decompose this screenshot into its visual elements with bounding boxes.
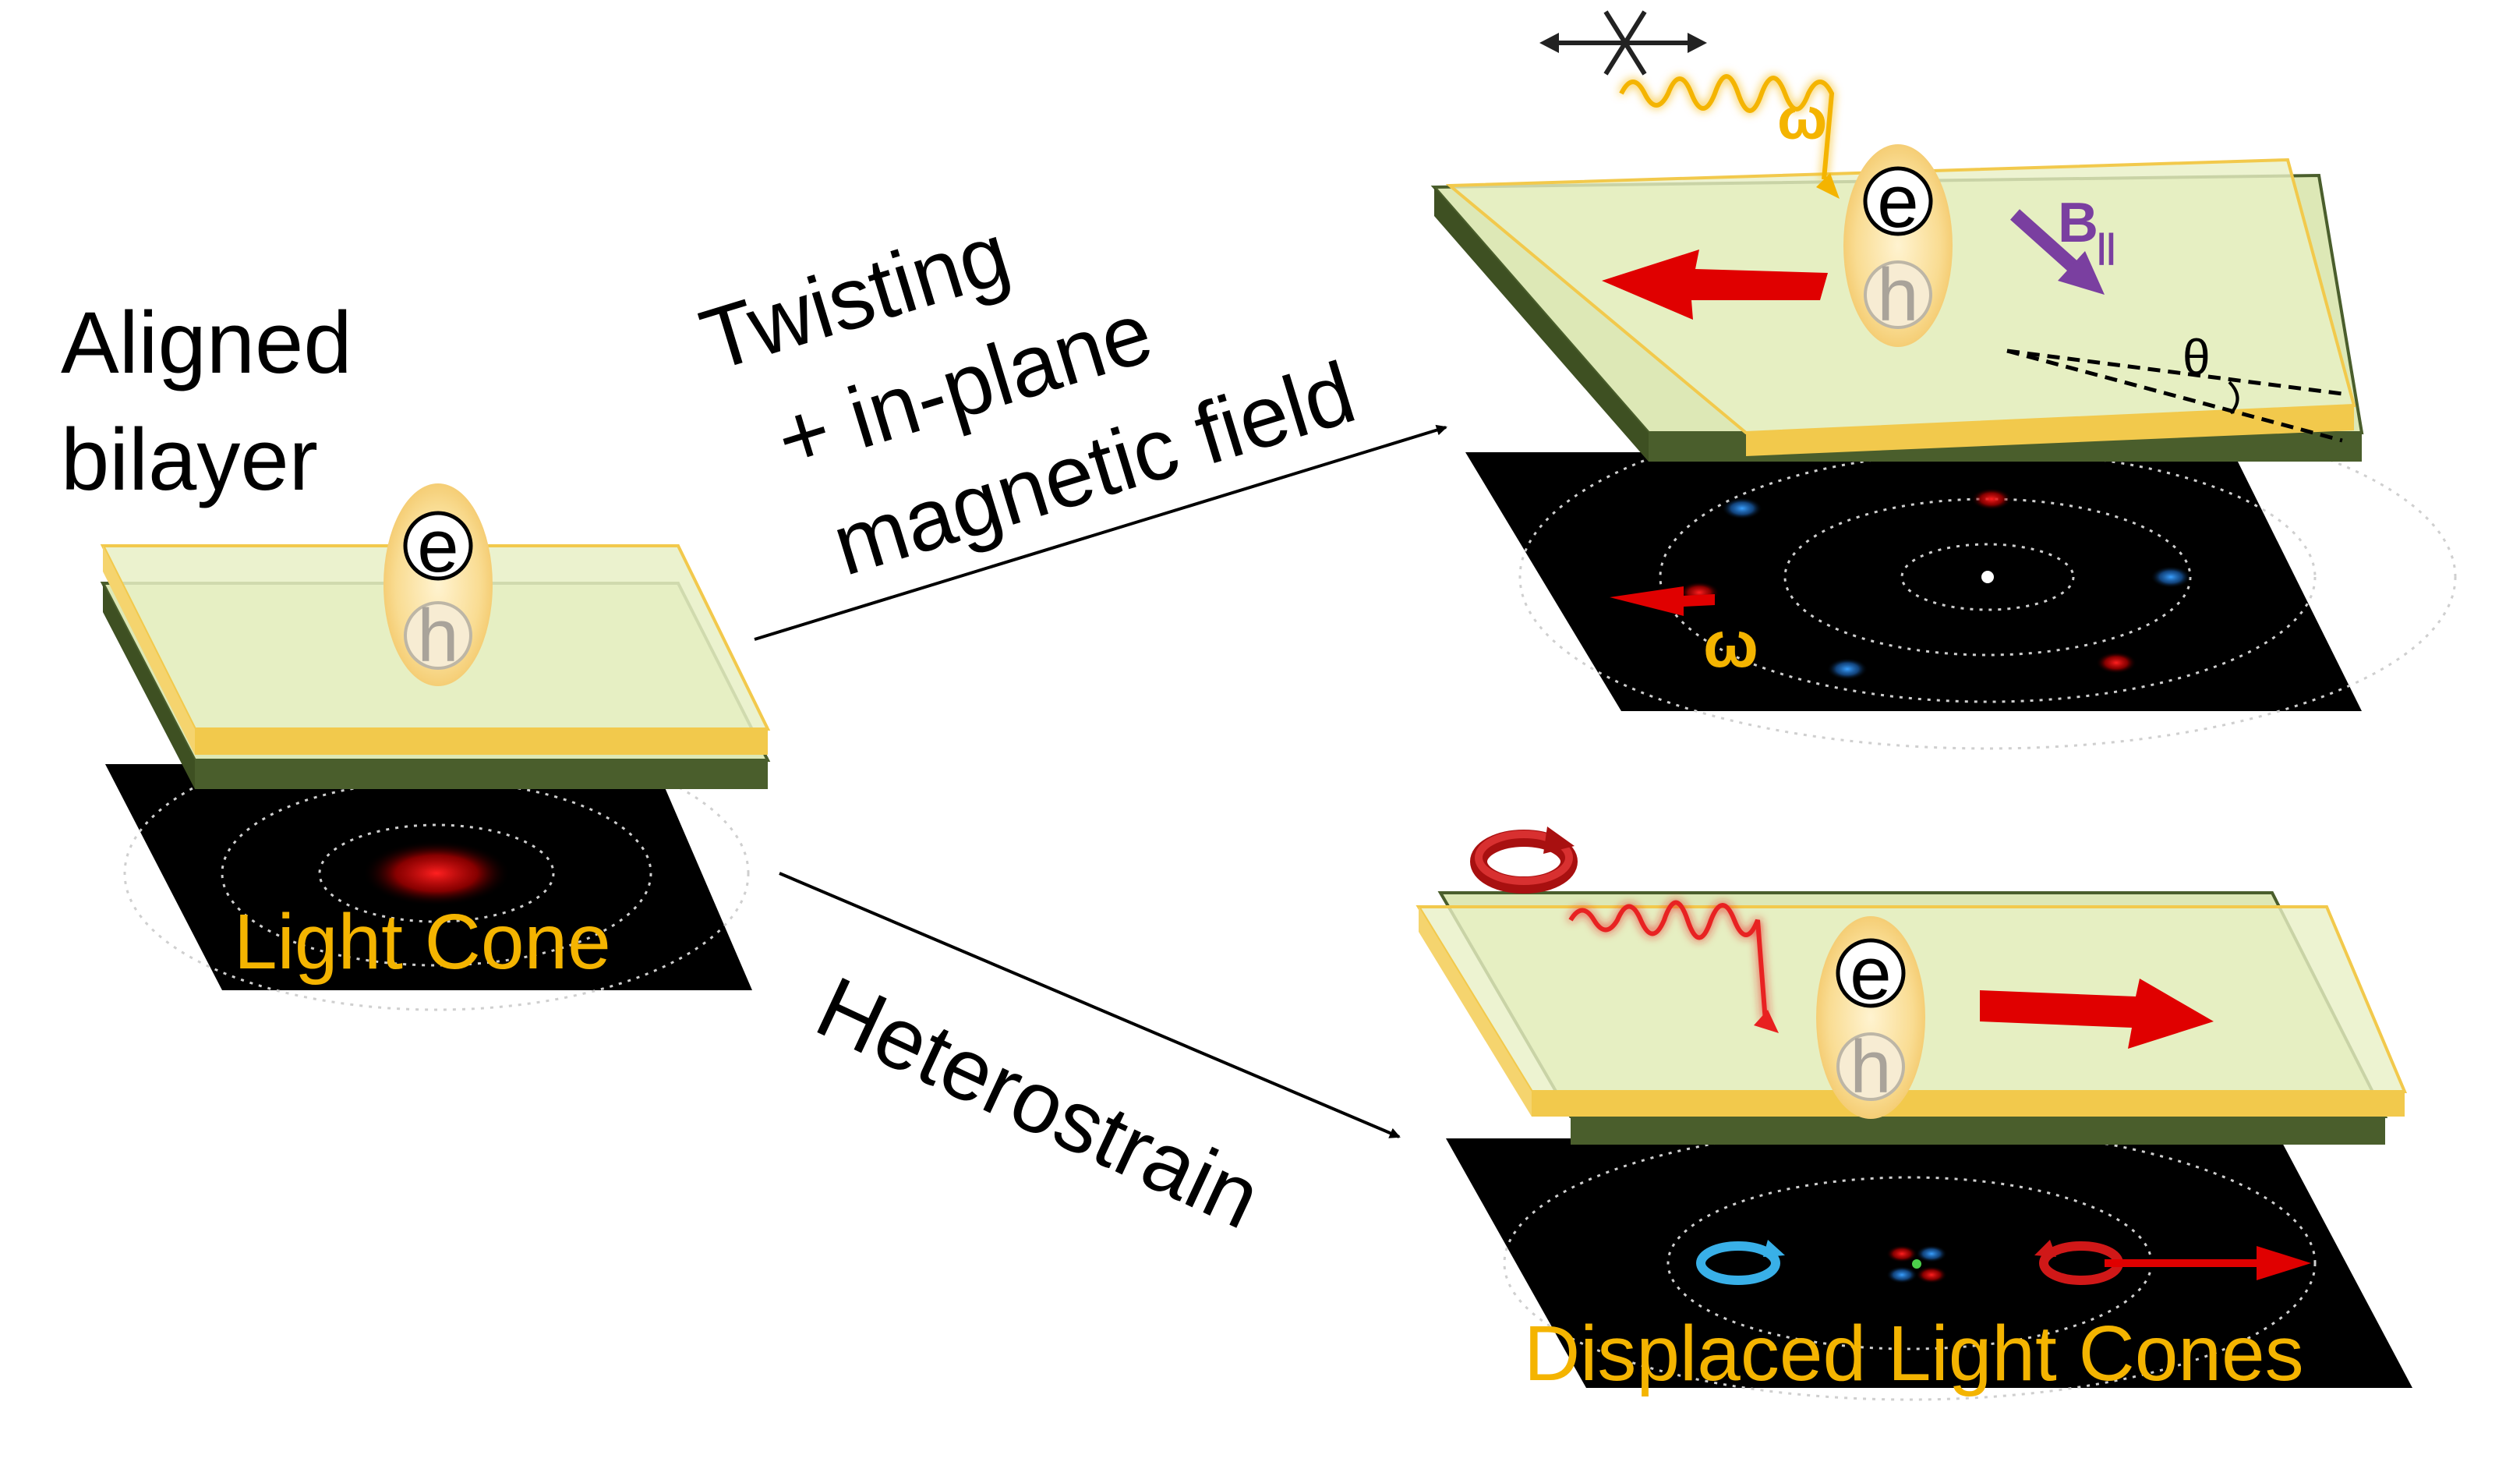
sigma-minus-ring-head: [1763, 1240, 1785, 1257]
top-layer-heterostrain-side: [1419, 907, 1532, 1117]
arrow-to-heterostrain: [779, 872, 1401, 1138]
twisted-bilayer-group: ω θ B || e h: [1430, 10, 2457, 750]
exciton-heterostrain: e h: [1816, 916, 1925, 1119]
top-layer-twisted-edge: [1746, 405, 2354, 456]
photon-wave-yellow: [1619, 74, 1835, 180]
exciton-aligned: e h: [383, 483, 493, 686]
aligned-label-line2: bilayer: [61, 411, 318, 508]
arrow-to-twisted: [754, 424, 1447, 641]
svg-text:e: e: [417, 504, 458, 588]
light-cone-hot-spot: [362, 841, 511, 906]
svg-text:h: h: [1877, 253, 1918, 337]
b-field-arrow: [2009, 209, 2105, 295]
bottom-layer-aligned-side: [103, 583, 195, 789]
light-cone-label: Light Cone: [234, 898, 611, 986]
heterostrain-label: Heterostrain: [803, 958, 1275, 1247]
photon-wave-red-head: [1754, 1010, 1779, 1033]
svg-text:e: e: [1877, 160, 1918, 243]
bottom-layer-aligned-edge: [195, 760, 768, 789]
svg-text:h: h: [1850, 1025, 1891, 1109]
momentum-plane-twisted: [1465, 452, 2362, 711]
twisting-label: Twisting + in-plane magnetic field: [690, 204, 1365, 594]
aligned-bilayer-group: Light Cone e h Aligned bilayer: [61, 294, 771, 1011]
b-field-label: B: [2058, 192, 2098, 254]
svg-text:h: h: [417, 594, 458, 678]
top-layer-heterostrain-edge: [1532, 1092, 2405, 1117]
displacement-arrow-twisted: [1602, 250, 1828, 320]
omega-label-photon: ω: [1777, 86, 1827, 152]
displacement-arrow-heterostrain: [1980, 979, 2214, 1049]
sigma-minus-ring: [1696, 1241, 1780, 1285]
bottom-layer-heterostrain-edge: [1571, 1117, 2385, 1145]
exciton-twisted: e h: [1843, 144, 1953, 347]
momentum-plane-heterostrain: [1446, 1138, 2412, 1388]
twisted-center-dot: [1981, 571, 1994, 583]
svg-text:e: e: [1850, 932, 1891, 1015]
photon-wave-red: [1568, 900, 1768, 1022]
linear-polarization-icon: [1539, 10, 1707, 76]
omega-label-plane: ω: [1703, 607, 1758, 681]
momentum-shift-arrow-twisted: [1610, 586, 1715, 616]
top-layer-aligned-side: [103, 546, 195, 755]
b-field-subscript: ||: [2097, 227, 2116, 266]
sigma-plus-ring-head: [2034, 1240, 2056, 1257]
photon-wave-yellow-head: [1816, 173, 1840, 199]
circular-polarization-icon: [1470, 827, 1578, 894]
bottom-layer-twisted-side: [1434, 187, 1649, 462]
top-layer-aligned-edge: [195, 729, 768, 755]
displaced-light-cones-label: Displaced Light Cones: [1524, 1310, 2304, 1397]
aligned-label-line1: Aligned: [61, 294, 352, 391]
heterostrain-bilayer-group: Displaced Light Cones e h: [1416, 827, 2412, 1401]
twist-angle-indicator: [2006, 349, 2343, 443]
theta-label: θ: [2182, 329, 2211, 385]
heterostrain-center-spots: [1886, 1245, 1947, 1283]
momentum-shift-arrow-heterostrain: [2105, 1246, 2311, 1280]
